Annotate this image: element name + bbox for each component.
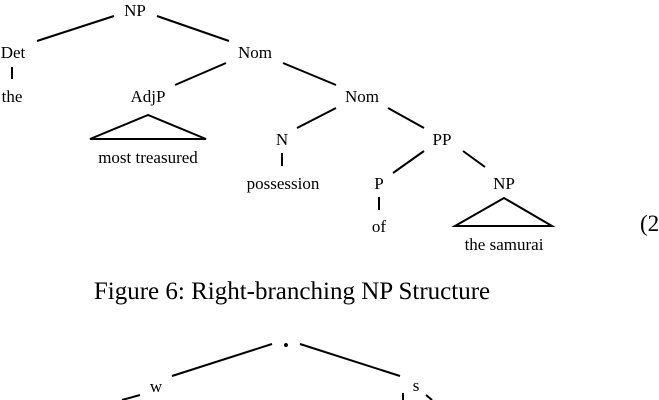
word-det: the [2, 87, 23, 106]
edge-pp-p [392, 150, 425, 174]
node-nom-lower: Nom [345, 87, 379, 106]
edge-nom-nom [282, 62, 337, 86]
figure-caption: Figure 6: Right-branching NP Structure [94, 278, 490, 305]
triangle-np-inner [451, 196, 556, 227]
words-adjp: most treasured [98, 148, 198, 167]
word-p: of [372, 217, 387, 236]
word-n: possession [247, 174, 320, 193]
node-p: P [374, 174, 383, 193]
node-pp: PP [433, 130, 452, 149]
edge-nom-adjp [174, 62, 227, 86]
words-np-inner: the samurai [465, 235, 544, 254]
tree-labels: NP Det the Nom AdjP most treasured Nom N… [1, 1, 544, 254]
edge-nom-n [296, 107, 337, 129]
node-root-np: NP [124, 1, 146, 20]
node-n: N [276, 130, 288, 149]
node-det: Det [1, 43, 26, 62]
equation-number: (2 [640, 211, 659, 236]
edge-nom-pp [387, 107, 425, 129]
second-tree: • w s [121, 336, 433, 400]
node-adjp: AdjP [131, 87, 166, 106]
node-nom-upper: Nom [238, 43, 272, 62]
triangle-adjp [89, 113, 207, 140]
edge-np-nom [156, 15, 230, 42]
edge-root-s [299, 343, 401, 377]
edge-np-det [36, 15, 115, 42]
edge-s-down-right [425, 394, 433, 400]
node-s: s [413, 376, 420, 395]
edge-w-down [121, 394, 141, 400]
edge-root-w [171, 343, 273, 377]
node-root-dot: • [283, 336, 289, 355]
node-w: w [150, 377, 163, 396]
node-np-inner: NP [493, 174, 515, 193]
edge-pp-np [462, 150, 486, 168]
tree-edges [11, 15, 556, 227]
